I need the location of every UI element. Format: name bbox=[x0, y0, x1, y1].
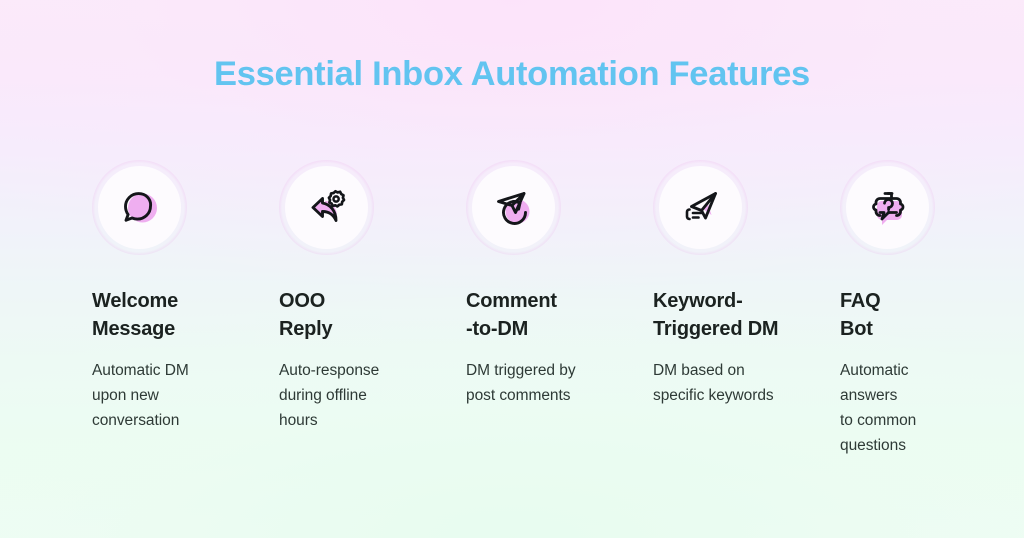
feature-icon-container bbox=[466, 160, 561, 255]
feature-heading: OOO Reply bbox=[279, 290, 333, 340]
feature-item: Keyword- Triggered DM DM based on specif… bbox=[653, 160, 840, 458]
feature-description: DM based on specific keywords bbox=[653, 362, 774, 404]
feature-description: Auto-response during offline hours bbox=[279, 362, 380, 429]
feature-icon-container bbox=[92, 160, 187, 255]
icon-disc bbox=[659, 166, 742, 249]
icon-disc bbox=[98, 166, 181, 249]
speech-bubble-icon bbox=[114, 182, 166, 234]
icon-disc bbox=[472, 166, 555, 249]
icon-disc bbox=[285, 166, 368, 249]
feature-heading: Comment -to-DM bbox=[466, 290, 557, 340]
feature-list: Welcome Message Automatic DM upon new co… bbox=[92, 160, 972, 458]
feature-heading: FAQ Bot bbox=[840, 290, 881, 340]
bot-question-icon bbox=[862, 182, 914, 234]
feature-heading: Keyword- Triggered DM bbox=[653, 290, 779, 340]
feature-description: Automatic answers to common questions bbox=[840, 362, 917, 454]
icon-disc bbox=[846, 166, 929, 249]
feature-description: DM triggered by post comments bbox=[466, 362, 576, 404]
paper-plane-refresh-icon bbox=[488, 182, 540, 234]
feature-icon-container bbox=[840, 160, 935, 255]
reply-gear-icon bbox=[301, 182, 353, 234]
feature-item: OOO Reply Auto-response during offline h… bbox=[279, 160, 466, 458]
feature-icon-container bbox=[653, 160, 748, 255]
feature-item: Welcome Message Automatic DM upon new co… bbox=[92, 160, 279, 458]
feature-item: Comment -to-DM DM triggered by post comm… bbox=[466, 160, 653, 458]
feature-description: Automatic DM upon new conversation bbox=[92, 362, 189, 429]
page-title: Essential Inbox Automation Features bbox=[214, 55, 810, 93]
paper-plane-keyword-icon bbox=[675, 182, 727, 234]
feature-item: FAQ Bot Automatic answers to common ques… bbox=[840, 160, 1024, 458]
feature-icon-container bbox=[279, 160, 374, 255]
feature-heading: Welcome Message bbox=[92, 290, 179, 340]
